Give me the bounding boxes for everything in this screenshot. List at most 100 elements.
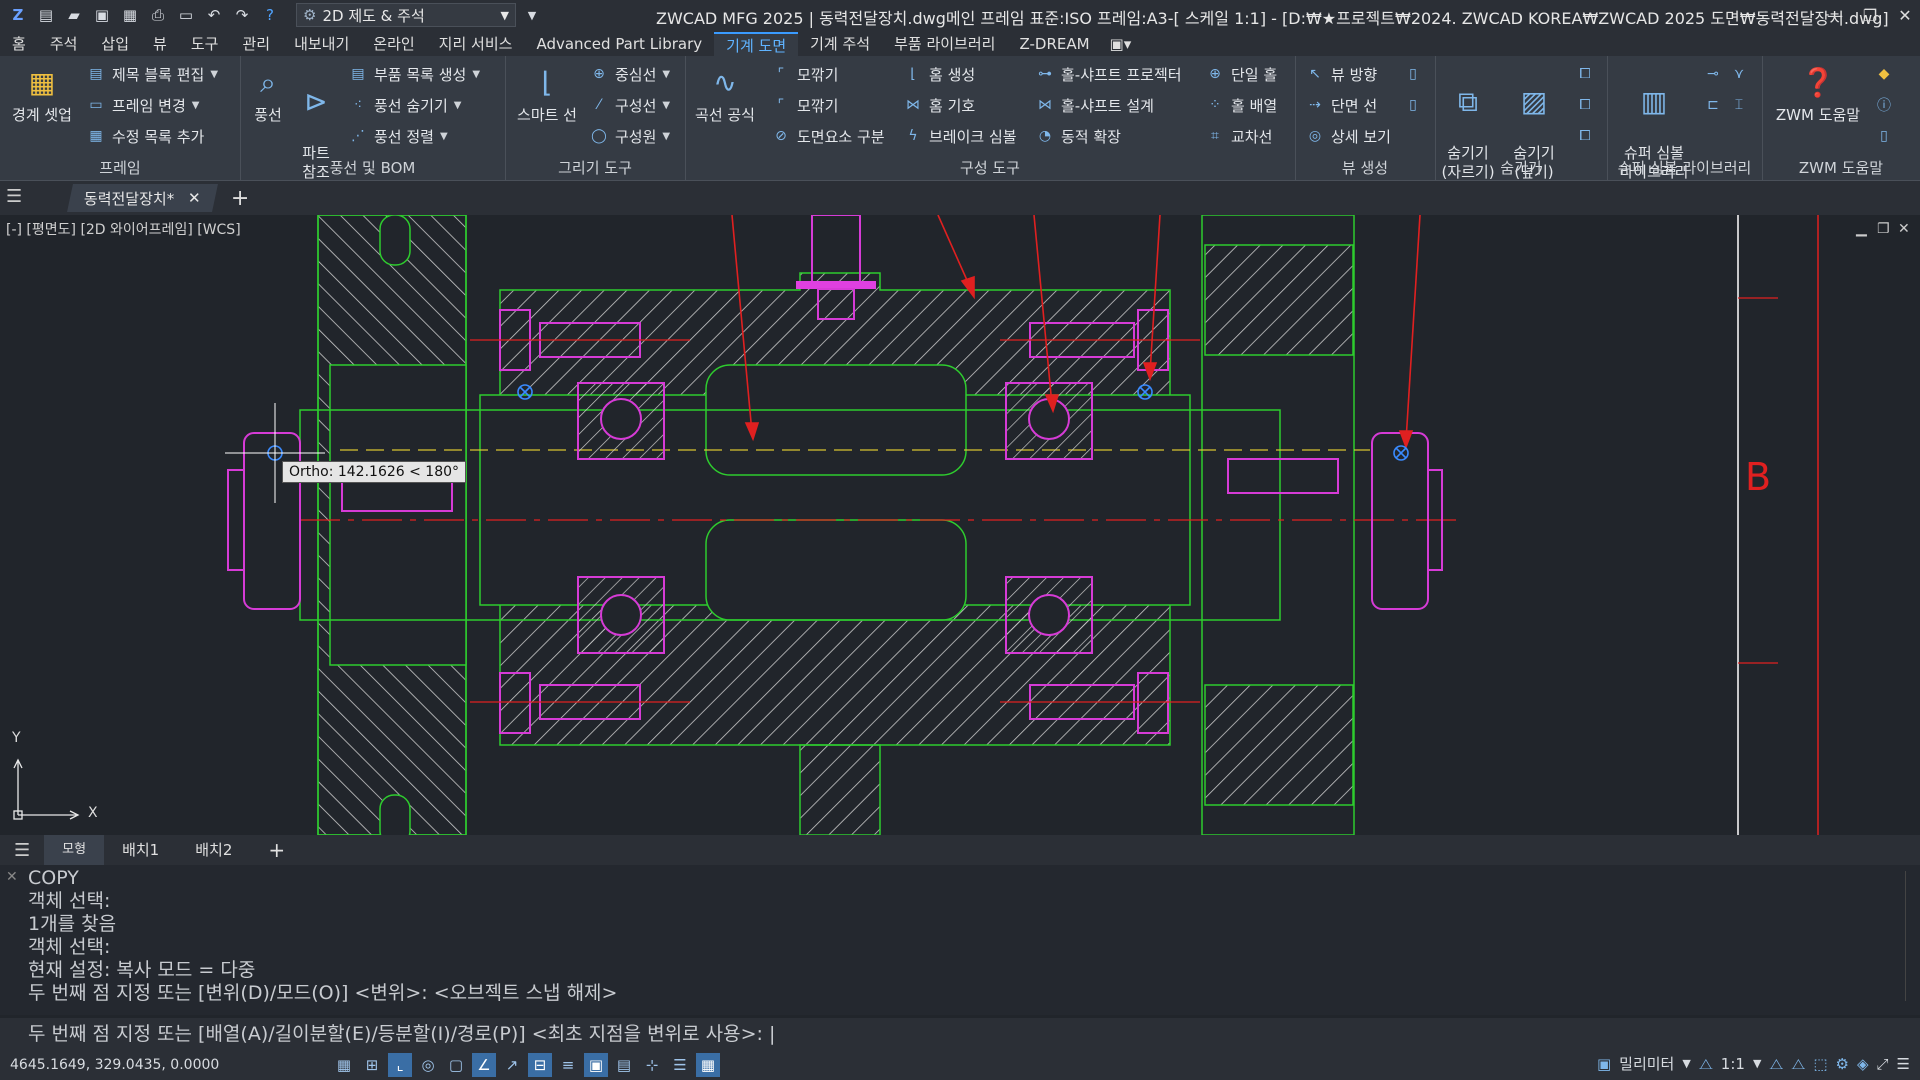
hamburger-menu-icon[interactable]: ☰ <box>14 839 31 861</box>
tab-advanced-part-library[interactable]: Advanced Part Library <box>536 35 703 53</box>
help-icon[interactable]: ? <box>266 6 274 24</box>
view-direction-button[interactable]: ↖뷰 방향 <box>1305 61 1377 87</box>
tab-model[interactable]: 모형 <box>44 835 105 865</box>
polar-tracking-icon[interactable]: ◎ <box>421 1056 435 1074</box>
revision-list-add-button[interactable]: ▦수정 목록 추가 <box>86 123 204 149</box>
symbol-tool-1-button[interactable]: ⊸⋎ <box>1703 61 1755 87</box>
maximize-button[interactable]: ❐ <box>1862 5 1878 25</box>
viewport-restore-icon[interactable]: ❐ <box>1877 221 1890 237</box>
tab-layout1[interactable]: 배치1 <box>122 841 160 859</box>
dynamic-input-icon[interactable]: ⊟ <box>528 1053 552 1077</box>
coordinate-readout[interactable]: 4645.1649, 329.0435, 0.0000 <box>10 1057 220 1073</box>
command-input[interactable]: 두 번째 점 지정 또는 [배열(A)/길이분할(E)/등분할(I)/경로(P)… <box>0 1018 1920 1050</box>
tab-insert[interactable]: 삽입 <box>101 35 130 53</box>
super-symbol-library-button[interactable]: ▥ 슈퍼 심볼 라이브러리 <box>1609 62 1699 201</box>
command-history-panel[interactable]: ✕ COPY 객체 선택: 1개를 찾음 객체 선택: 현재 설정: 복사 모드… <box>0 865 1920 1015</box>
isolate-objects-icon[interactable]: ◈ <box>1856 1054 1869 1073</box>
annotation-monitor-icon[interactable]: ⊹ <box>645 1056 659 1074</box>
tab-manage[interactable]: 관리 <box>242 35 271 53</box>
workspace-selector[interactable]: ⚙ 2D 제도 & 주석 ▼ <box>296 3 516 27</box>
plot-icon[interactable]: ▭ <box>178 6 194 24</box>
tab-export[interactable]: 내보내기 <box>294 35 350 53</box>
balloon-align-button[interactable]: ⋰풍선 정렬▼ <box>348 123 448 149</box>
hole-shaft-design-button[interactable]: ⋈홀-샤프트 설계 <box>1035 92 1154 118</box>
info-button[interactable]: ⓘ <box>1874 92 1900 118</box>
tab-geo-service[interactable]: 지리 서비스 <box>438 35 513 53</box>
object-snap-icon[interactable]: ▢ <box>448 1056 464 1074</box>
object-snap-tracking-icon[interactable]: ∠ <box>472 1053 496 1077</box>
scale-label[interactable]: 1:1 <box>1720 1054 1745 1073</box>
customize-toolbar-icon[interactable]: ▼ <box>527 8 537 22</box>
intersection-line-button[interactable]: ⌗교차선 <box>1205 123 1272 149</box>
zwm-help-button[interactable]: ❓ ZWM 도움말 <box>1768 62 1868 125</box>
model-space-icon[interactable]: ▦ <box>696 1053 720 1077</box>
quick-properties-icon[interactable]: ☰ <box>673 1056 687 1074</box>
view-extra-2-button[interactable]: ▯ <box>1403 92 1429 118</box>
tab-part-library[interactable]: 부품 라이브러리 <box>894 35 996 53</box>
fullscreen-icon[interactable]: ⤢ <box>1876 1054 1889 1073</box>
app-logo-icon[interactable]: Z <box>12 6 24 24</box>
balloon-hide-button[interactable]: ⁖풍선 숨기기▼ <box>348 92 462 118</box>
tab-home[interactable]: 홈 <box>12 35 26 53</box>
boundary-setup-button[interactable]: ▦ 경계 셋업 <box>6 62 78 125</box>
hamburger-menu-icon[interactable]: ☰ <box>6 186 23 207</box>
frame-change-button[interactable]: ▭프레임 변경▼ <box>86 92 199 118</box>
help-extra-1-button[interactable]: ◆ <box>1874 61 1900 87</box>
gear-icon[interactable]: ⚙ <box>1835 1054 1849 1073</box>
construction-line-button[interactable]: ⁄구성선▼ <box>589 92 670 118</box>
ribbon-toggle-button[interactable]: ▣▾ <box>1109 35 1132 53</box>
centerline-button[interactable]: ⊕중심선▼ <box>589 61 670 87</box>
chevron-down-icon[interactable]: ▼ <box>1752 1057 1762 1070</box>
title-block-edit-button[interactable]: ▤제목 블록 편집▼ <box>86 61 218 87</box>
section-line-button[interactable]: ⇢단면 선 <box>1305 92 1377 118</box>
close-command-icon[interactable]: ✕ <box>6 869 18 885</box>
dynamic-extend-button[interactable]: ◔동적 확장 <box>1035 123 1121 149</box>
ortho-mode-icon[interactable]: ⌞ <box>388 1053 412 1077</box>
workspace-switch-icon[interactable]: ⬚ <box>1813 1054 1828 1073</box>
hide-extra-2-button[interactable]: ⧠ <box>1575 92 1601 118</box>
tab-online[interactable]: 온라인 <box>373 35 415 53</box>
minimize-button[interactable]: — <box>1827 5 1843 25</box>
element-separate-button[interactable]: ⊘도면요소 구분 <box>771 123 884 149</box>
curve-formula-button[interactable]: ∿ 곡선 공식 <box>689 62 761 125</box>
construction-circle-button[interactable]: ◯구성원▼ <box>589 123 670 149</box>
balloon-button[interactable]: ⌕ 풍선 <box>244 62 292 125</box>
fillet-button[interactable]: ⌜모깎기 <box>771 61 839 87</box>
command-scrollbar[interactable] <box>1905 871 1914 1001</box>
auto-scale-icon[interactable]: ⧍ <box>1791 1054 1806 1073</box>
lineweight-icon[interactable]: ≡ <box>561 1056 575 1074</box>
tab-mechanical-drawing[interactable]: 기계 도면 <box>714 32 799 56</box>
drawing-canvas[interactable]: [-] [평면도] [2D 와이어프레임] [WCS] ▁ ❐ ✕ Ortho:… <box>0 215 1920 835</box>
close-window-button[interactable]: ✕ <box>1898 5 1912 25</box>
viewport-close-icon[interactable]: ✕ <box>1898 221 1910 237</box>
tab-tools[interactable]: 도구 <box>190 35 219 53</box>
close-tab-icon[interactable]: ✕ <box>188 189 201 207</box>
new-file-icon[interactable]: ▤ <box>38 6 54 24</box>
parts-list-create-button[interactable]: ▤부품 목록 생성▼ <box>348 61 480 87</box>
tab-mechanical-annotation[interactable]: 기계 주석 <box>810 35 871 53</box>
groove-create-button[interactable]: ⌊홈 생성 <box>903 61 975 87</box>
hide-extra-3-button[interactable]: ⧠ <box>1575 123 1601 149</box>
hide-trim-button[interactable]: ⧉ 숨기기 (자르기) <box>1435 62 1501 201</box>
annotation-visibility-icon[interactable]: ⧍ <box>1769 1054 1784 1073</box>
tab-annotate[interactable]: 주석 <box>49 35 78 53</box>
detail-view-button[interactable]: ◎상세 보기 <box>1305 123 1391 149</box>
snap-mode-icon[interactable]: ⊞ <box>365 1056 379 1074</box>
dynamic-ucs-icon[interactable]: ↗ <box>505 1056 519 1074</box>
selection-cycling-icon[interactable]: ▤ <box>616 1056 632 1074</box>
grid-display-icon[interactable]: ▦ <box>336 1056 352 1074</box>
symbol-tool-2-button[interactable]: ⊏⌶ <box>1703 92 1755 118</box>
tab-view[interactable]: 뷰 <box>153 35 167 53</box>
add-layout-button[interactable]: + <box>268 838 286 862</box>
customize-status-icon[interactable]: ☰ <box>1896 1054 1910 1073</box>
save-icon[interactable]: ▣ <box>94 6 110 24</box>
transparency-icon[interactable]: ▣ <box>584 1053 608 1077</box>
annotation-scale-icon[interactable]: ⧍ <box>1698 1054 1713 1073</box>
open-file-icon[interactable]: ▰ <box>68 6 80 24</box>
document-tab[interactable]: 동력전달장치* ✕ <box>67 184 218 212</box>
groove-symbol-button[interactable]: ⋈홈 기호 <box>903 92 975 118</box>
chevron-down-icon[interactable]: ▼ <box>1682 1057 1691 1070</box>
hole-shaft-projector-button[interactable]: ⊶홀-샤프트 프로젝터 <box>1035 61 1182 87</box>
hide-cover-button[interactable]: ▨ 숨기기 (덮기) <box>1501 62 1567 201</box>
